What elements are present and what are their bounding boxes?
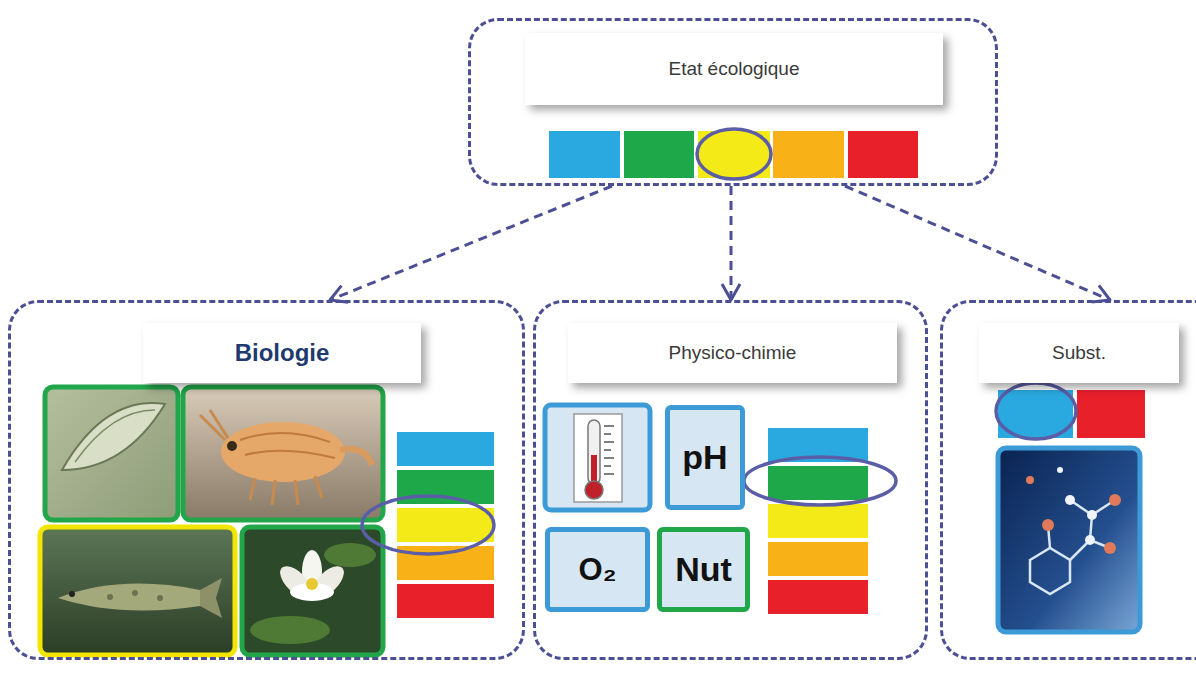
crustacean-photo xyxy=(183,387,383,520)
pike-photo-part xyxy=(107,594,113,600)
molecule-picture-part xyxy=(1057,467,1063,473)
physico-chemistry-scale-part xyxy=(768,542,868,576)
molecule-picture-part xyxy=(1085,535,1095,545)
molecule-picture-part xyxy=(1026,476,1034,484)
biology-scale-part xyxy=(397,432,494,466)
substances-panel: Subst. xyxy=(940,300,1196,660)
water-lily-photo-part xyxy=(324,543,376,567)
thermometer-icon-part xyxy=(574,414,622,502)
biology-scale-part xyxy=(397,546,494,580)
substances-scale-part xyxy=(1077,390,1145,438)
indicator-box: Nut xyxy=(657,527,750,612)
biology-scale-part xyxy=(362,496,494,554)
thermometer-icon xyxy=(545,405,650,510)
panel-heading: Physico-chimie xyxy=(568,323,897,383)
pike-photo-part xyxy=(157,595,163,601)
panel-heading: Subst. xyxy=(979,323,1179,383)
diatom-photo-part xyxy=(45,387,178,520)
indicator-box: O₂ xyxy=(545,527,650,612)
crustacean-photo-part xyxy=(221,422,345,482)
status-panel: Etat écologique xyxy=(468,18,998,186)
crustacean-photo-part xyxy=(183,387,383,520)
pike-photo-part xyxy=(132,590,138,596)
water-lily-photo-part xyxy=(250,616,330,644)
crustacean-photo-part xyxy=(340,449,372,465)
pike-photo-part xyxy=(200,578,222,618)
diatom-photo xyxy=(45,387,178,520)
molecule-picture-part xyxy=(1087,510,1097,520)
indicator-box: pH xyxy=(665,405,745,510)
thermometer-icon-part xyxy=(585,481,603,499)
physico-chemistry-scale-part xyxy=(768,504,868,538)
biology-scale-part xyxy=(397,508,494,542)
crustacean-photo-part xyxy=(227,441,237,451)
dashed-arrow xyxy=(330,186,612,302)
arrow-line xyxy=(730,186,733,300)
water-lily-photo xyxy=(242,527,383,655)
pike-photo xyxy=(40,527,235,655)
molecule-picture-part xyxy=(1030,548,1070,594)
arrow-line xyxy=(845,186,1110,300)
water-lily-photo-part xyxy=(242,527,383,655)
molecule-picture-part xyxy=(1104,542,1116,554)
panel-heading: Etat écologique xyxy=(525,33,943,105)
diatom-photo-part xyxy=(75,410,155,462)
biology-scale xyxy=(362,432,494,618)
substances-scale xyxy=(996,383,1145,439)
pike-photo-part xyxy=(40,527,235,655)
indicator-label: pH xyxy=(682,438,727,477)
molecule-picture xyxy=(998,448,1140,632)
molecule-picture-part xyxy=(1048,500,1115,560)
thermometer-icon-part xyxy=(545,405,650,510)
indicator-label: O₂ xyxy=(579,552,617,588)
dashed-arrow xyxy=(722,186,740,300)
molecule-picture-part xyxy=(1042,519,1054,531)
molecule-picture-part xyxy=(1065,495,1075,505)
panel-heading: Biologie xyxy=(143,323,421,383)
crustacean-photo-part xyxy=(240,433,330,442)
molecule-picture-part xyxy=(1109,494,1121,506)
molecule-picture-part xyxy=(998,448,1140,632)
diatom-photo-part xyxy=(62,403,165,470)
status-scale-part xyxy=(697,129,771,179)
pike-photo-part xyxy=(58,584,206,611)
biology-panel: Biologie xyxy=(8,300,525,660)
physico-chemistry-scale-part xyxy=(744,457,896,505)
biology-scale-part xyxy=(397,470,494,504)
status-scale xyxy=(549,129,918,179)
biology-scale-part xyxy=(397,584,494,618)
thermometer-icon-part xyxy=(604,426,614,474)
status-scale-part xyxy=(624,131,694,178)
water-lily-photo-part xyxy=(306,578,318,590)
status-scale-part xyxy=(773,131,844,178)
dashed-arrow xyxy=(845,186,1110,302)
physico-chemistry-scale xyxy=(744,428,896,614)
crustacean-photo-part xyxy=(200,410,322,505)
status-scale-part xyxy=(549,131,620,178)
pike-photo-part xyxy=(69,591,75,597)
arrow-head xyxy=(722,284,740,300)
arrow-line xyxy=(330,186,612,300)
physico-chemistry-scale-part xyxy=(768,580,868,614)
substances-scale-part xyxy=(996,383,1076,439)
crustacean-photo-part xyxy=(245,451,335,458)
physico-chemistry-panel: Physico-chimie pH O₂ Nut xyxy=(533,300,928,660)
physico-chemistry-scale-part xyxy=(768,466,868,500)
indicator-label: Nut xyxy=(675,550,732,589)
status-scale-part xyxy=(848,131,918,178)
